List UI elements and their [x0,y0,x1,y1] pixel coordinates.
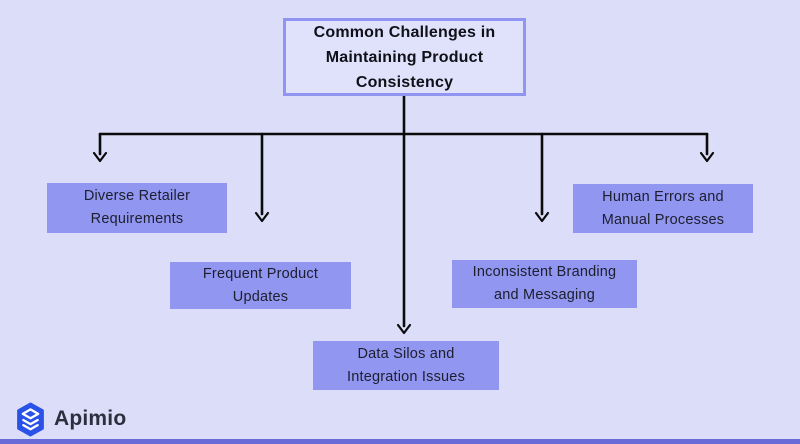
arrowhead-left [92,151,108,163]
title-line: Consistency [355,73,454,91]
arrowhead-inner-right [534,211,550,223]
node-label-line: Manual Processes [601,211,725,228]
node-data-silos-integration-issues: Data Silos and Integration Issues [313,341,499,390]
node-diverse-retailer-requirements: Diverse Retailer Requirements [47,183,227,233]
node-label-line: Inconsistent Branding [472,264,617,280]
title-line: Common Challenges in [313,23,496,41]
node-label-line: Updates [232,288,289,305]
node-label-line: Integration Issues [346,368,466,385]
arrowhead-right [699,151,715,163]
node-frequent-product-updates: Frequent Product Updates [170,262,351,309]
node-label-line: Human Errors and [602,188,724,205]
node-label-line: Frequent Product [202,265,319,282]
title-box: Common Challenges in Maintaining Product… [283,18,526,96]
title-line: Maintaining Product [325,48,484,66]
node-human-errors-manual-processes: Human Errors and Manual Processes [573,184,753,233]
node-label-line: Diverse Retailer [83,188,191,204]
apimio-logo: Apimio [16,400,126,438]
bottom-accent-bar [0,439,800,444]
arrowhead-center [396,323,412,335]
node-label-line: Requirements [90,211,184,227]
node-label-line: and Messaging [494,287,595,303]
apimio-logo-text: Apimio [54,407,127,430]
node-inconsistent-branding-messaging: Inconsistent Branding and Messaging [452,260,637,308]
arrowhead-inner-left [254,211,270,223]
node-label-line: Data Silos and [357,345,455,362]
apimio-box-icon [17,402,44,436]
